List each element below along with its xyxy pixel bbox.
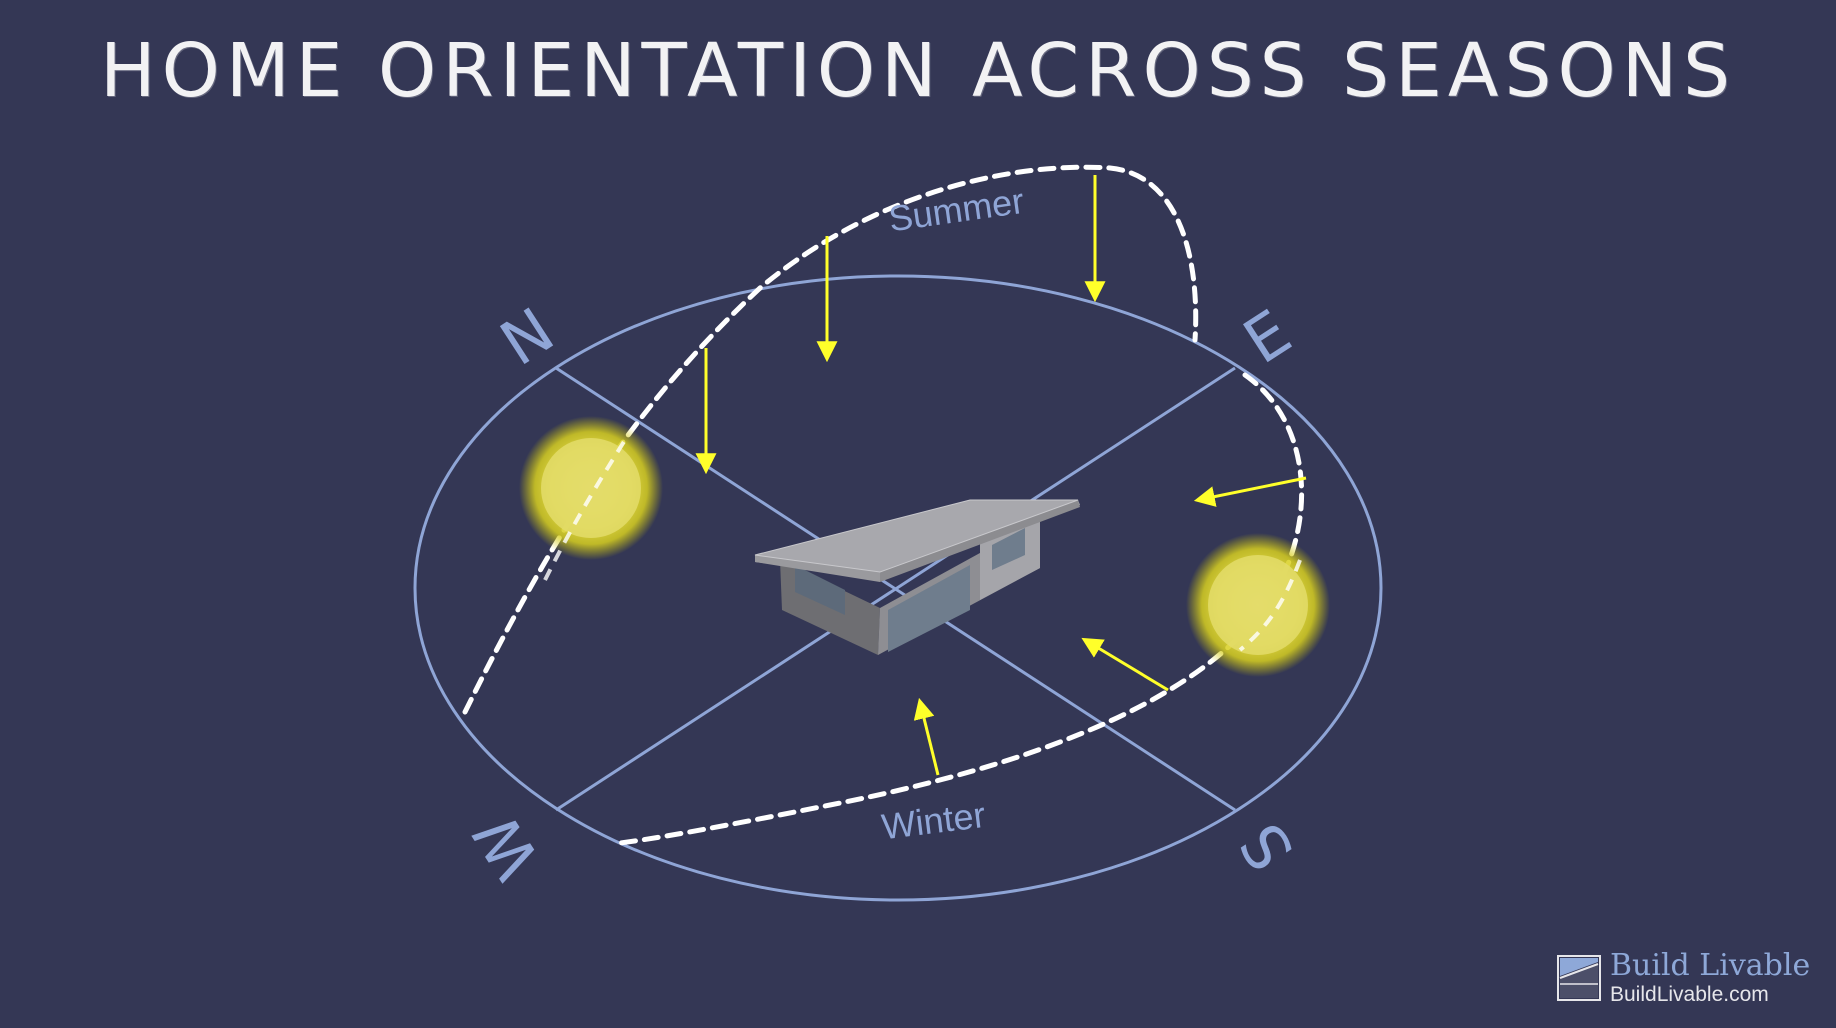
compass-ring (413, 274, 1383, 902)
compass-south: S (1225, 810, 1308, 883)
build-livable-logo-icon (1557, 955, 1601, 1001)
sun-icon (1186, 533, 1330, 677)
winter-ray-1 (1193, 476, 1307, 507)
brand-name: Build Livable (1610, 948, 1811, 983)
house-icon (754, 499, 1080, 655)
brand-footer: Build Livable BuildLivable.com (1556, 950, 1810, 1006)
winter-sun-path (617, 372, 1305, 846)
winter-label: Winter (879, 794, 987, 847)
brand-url: BuildLivable.com (1610, 983, 1769, 1006)
sun-rays (695, 175, 1307, 776)
page-title: HOME ORIENTATION ACROSS SEASONS (99, 28, 1737, 114)
compass-east: E (1231, 295, 1304, 378)
winter-ray-3 (913, 697, 940, 776)
sun-icon (519, 416, 663, 560)
summer-label: Summer (886, 180, 1026, 240)
west-east-axis (555, 366, 1236, 812)
compass-west: W (459, 801, 554, 892)
winter-ray-2 (1081, 637, 1169, 692)
